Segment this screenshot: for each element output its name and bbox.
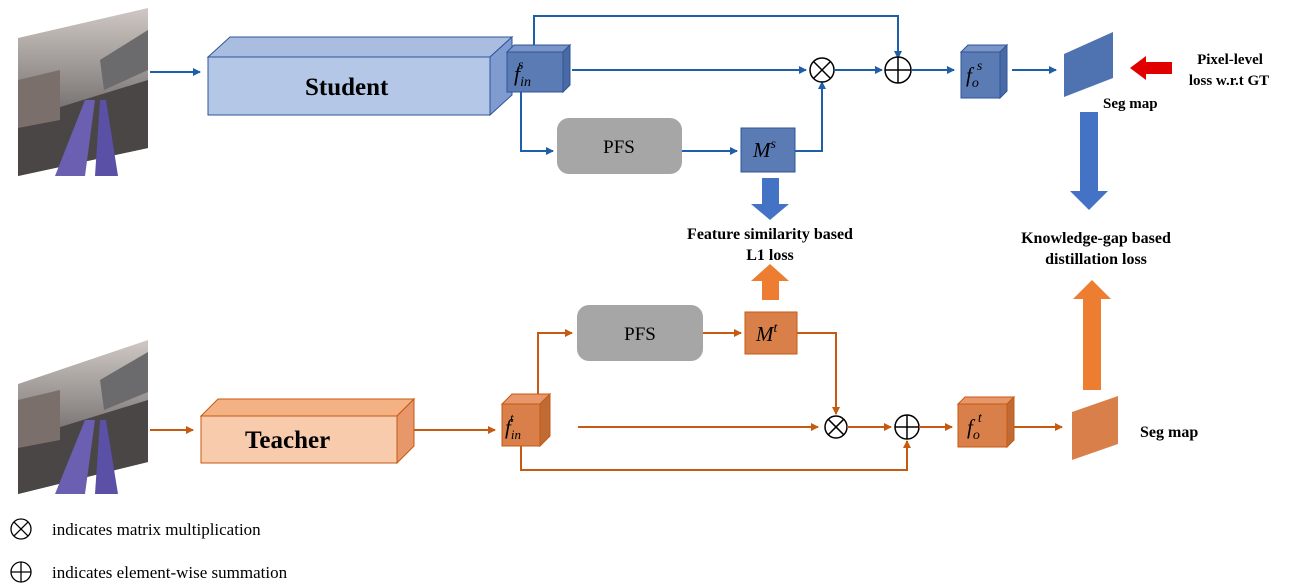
arrow-mask-to-multiply bbox=[795, 81, 826, 152]
svg-text:fot: fot bbox=[967, 411, 983, 443]
arrow-fin-to-pfs bbox=[520, 92, 554, 155]
teacher-fout-sub: o bbox=[973, 428, 980, 443]
teacher-fin-base: f bbox=[505, 415, 514, 439]
student-feature-out-cube: fos bbox=[959, 43, 1009, 100]
arrow-tfin-to-pfs bbox=[537, 329, 573, 394]
teacher-seg-to-kd-loss-arrow bbox=[1073, 280, 1111, 390]
student-fin-sup: s bbox=[518, 58, 524, 73]
student-mask-sup: s bbox=[771, 137, 777, 152]
teacher-pfs-label: PFS bbox=[624, 324, 656, 345]
svg-text:fos: fos bbox=[966, 59, 983, 91]
pixel-loss-red-arrow bbox=[1130, 56, 1172, 80]
student-network-block: Student bbox=[206, 35, 514, 117]
teacher-fout-sup: t bbox=[978, 411, 983, 426]
student-fout-base: f bbox=[966, 63, 975, 87]
legend-multiply-icon bbox=[10, 518, 32, 540]
student-pfs-label: PFS bbox=[603, 137, 635, 158]
teacher-mask-to-feature-loss-arrow bbox=[751, 264, 789, 300]
legend-sum-text: indicates element-wise summation bbox=[52, 563, 288, 582]
student-multiply-icon bbox=[809, 57, 835, 83]
svg-text:Mt: Mt bbox=[755, 321, 779, 346]
feature-loss-line1: Feature similarity based bbox=[687, 226, 853, 243]
teacher-seg-label: Seg map bbox=[1140, 424, 1198, 441]
teacher-fin-sub: in bbox=[511, 427, 521, 442]
student-label: Student bbox=[305, 74, 389, 101]
student-mask-base: M bbox=[752, 138, 772, 162]
svg-text:fint: fin t bbox=[505, 410, 521, 442]
kd-loss-line2: distillation loss bbox=[1045, 251, 1147, 268]
feature-loss-line2: L1 loss bbox=[746, 247, 794, 264]
teacher-multiply-icon bbox=[824, 415, 848, 439]
teacher-mask-box: Mt bbox=[744, 311, 798, 355]
student-sum-icon bbox=[884, 56, 912, 84]
student-seg-label: Seg map bbox=[1103, 96, 1158, 112]
teacher-seg-map bbox=[1072, 396, 1118, 460]
arrow-fin-residual-to-sum bbox=[533, 15, 902, 59]
svg-text:Ms: Ms bbox=[752, 137, 777, 162]
student-input-image bbox=[18, 8, 148, 176]
teacher-fin-sup: t bbox=[510, 410, 514, 425]
teacher-network-block: Teacher bbox=[199, 397, 416, 465]
student-fin-sub: in bbox=[520, 75, 531, 90]
student-feature-in-cube: fin s bbox=[505, 43, 572, 94]
teacher-pfs-block: PFS bbox=[577, 305, 703, 361]
teacher-sum-icon bbox=[894, 414, 920, 440]
teacher-fout-base: f bbox=[967, 415, 976, 439]
teacher-mask-sup: t bbox=[774, 321, 779, 336]
pixel-loss-line2: loss w.r.t GT bbox=[1189, 73, 1269, 89]
legend-multiply-text: indicates matrix multiplication bbox=[52, 520, 261, 539]
pixel-loss-line1: Pixel-level bbox=[1197, 52, 1263, 68]
svg-text:fins: fin s bbox=[514, 58, 531, 90]
mask-to-feature-loss-arrow bbox=[751, 178, 789, 220]
student-fin-base: f bbox=[514, 61, 523, 86]
student-mask-box: Ms bbox=[740, 127, 796, 173]
kd-loss-line1: Knowledge-gap based bbox=[1021, 230, 1171, 247]
teacher-feature-out-cube: fot bbox=[956, 395, 1016, 449]
teacher-feature-in-cube: fin t bbox=[500, 392, 552, 448]
student-fout-sub: o bbox=[972, 76, 979, 91]
teacher-input-image bbox=[18, 340, 148, 494]
teacher-mask-base: M bbox=[755, 322, 775, 346]
student-pfs-block: PFS bbox=[557, 118, 682, 174]
arrow-tmask-to-multiply bbox=[797, 332, 840, 415]
teacher-label: Teacher bbox=[245, 427, 330, 454]
student-seg-to-kd-loss-arrow bbox=[1070, 112, 1108, 210]
legend-sum-icon bbox=[10, 561, 32, 583]
arrow-tfin-residual-to-sum bbox=[520, 440, 911, 471]
student-fout-sup: s bbox=[977, 59, 983, 74]
student-seg-map bbox=[1064, 32, 1113, 97]
